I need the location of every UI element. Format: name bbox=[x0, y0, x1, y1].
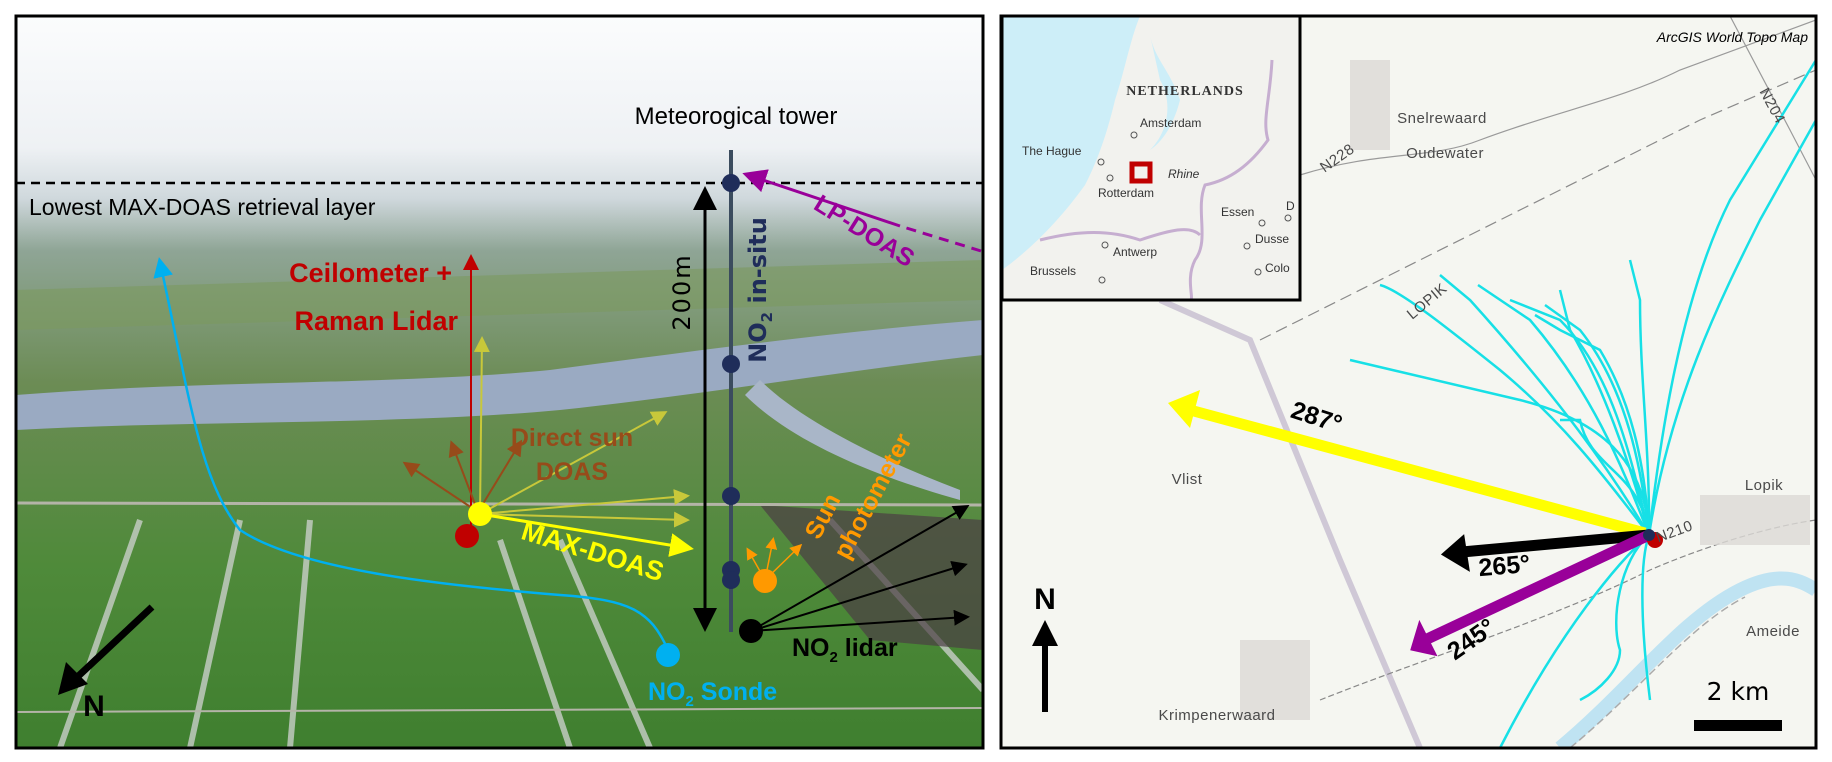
photo-panel: Meteorogical tower Lowest MAX-DOAS retri… bbox=[16, 16, 983, 748]
insitu-point bbox=[722, 355, 740, 373]
direct-sun-beams bbox=[402, 439, 523, 513]
direction-arrow-265 bbox=[1461, 529, 1650, 558]
sonde-label: NO2 Sonde bbox=[648, 678, 777, 710]
place-oudewater: Oudewater bbox=[1406, 145, 1484, 162]
place-ameide: Ameide bbox=[1746, 623, 1800, 640]
city-dot bbox=[1258, 219, 1266, 227]
direction-arrowhead-287 bbox=[1168, 390, 1200, 428]
sonde-point bbox=[656, 643, 680, 667]
city-dot bbox=[1254, 268, 1262, 276]
city-dot bbox=[1101, 241, 1109, 249]
scale-bar bbox=[1694, 720, 1782, 731]
city-dot bbox=[1130, 131, 1138, 139]
insitu-points bbox=[722, 174, 740, 589]
inset-country-label: NETHERLANDS bbox=[1126, 84, 1244, 99]
inset-dusse: Dusse bbox=[1255, 232, 1289, 246]
insitu-label: NO2 in-situ bbox=[744, 217, 776, 363]
direct-sun-label: Direct sun bbox=[511, 424, 633, 452]
canal bbox=[745, 380, 960, 500]
lp-doas-dashed bbox=[899, 224, 982, 253]
inset-colo: Colo bbox=[1265, 261, 1290, 275]
inset-d: D bbox=[1286, 199, 1295, 213]
inset-rhine: Rhine bbox=[1168, 167, 1200, 181]
place-krimpenerwaard: Krimpenerwaard bbox=[1158, 707, 1275, 724]
place-vlist: Vlist bbox=[1172, 471, 1203, 488]
lidar-point bbox=[739, 619, 763, 643]
inset-border-be bbox=[1039, 228, 1202, 242]
inset-ijsselmeer bbox=[1150, 35, 1180, 150]
tower-label: Meteorogical tower bbox=[635, 103, 838, 130]
sonde-trajectory bbox=[153, 257, 670, 651]
ceilometer-point bbox=[455, 524, 479, 548]
inset-the-hague: The Hague bbox=[1022, 144, 1082, 158]
inset-essen: Essen bbox=[1221, 205, 1254, 219]
inset-border bbox=[1188, 59, 1274, 302]
map-panel: 287° 265° 245° Snelrewaard Oudewater N22… bbox=[1001, 16, 1816, 748]
direction-arrow-245 bbox=[1422, 530, 1652, 645]
inset-amsterdam: Amsterdam bbox=[1140, 116, 1201, 130]
inset-rotterdam: Rotterdam bbox=[1098, 186, 1154, 200]
lidar-beams bbox=[750, 505, 970, 632]
city-dot bbox=[1243, 242, 1251, 250]
north-arrow bbox=[69, 604, 155, 685]
study-area-marker bbox=[1129, 161, 1153, 184]
direct-sun-doas-label: DOAS bbox=[536, 458, 608, 486]
scale-label: 2 km bbox=[1707, 677, 1770, 706]
max-doas-elevation-beams bbox=[473, 336, 690, 528]
inset-antwerp: Antwerp bbox=[1113, 245, 1157, 259]
north-label: N bbox=[83, 690, 105, 723]
city-dot bbox=[1106, 174, 1114, 182]
max-doas-beam bbox=[479, 512, 694, 557]
photo-frame bbox=[14, 14, 985, 750]
lidar-label: NO2 lidar bbox=[792, 634, 898, 666]
inset-map: NETHERLANDS Amsterdam The Hague Rotterda… bbox=[1001, 16, 1302, 302]
inset-brussels: Brussels bbox=[1030, 264, 1076, 278]
insitu-point bbox=[722, 174, 740, 192]
place-lopik: Lopik bbox=[1745, 477, 1783, 494]
built-up-areas bbox=[1240, 60, 1810, 720]
map-roads bbox=[1158, 16, 1816, 748]
city-dot bbox=[1098, 276, 1106, 284]
direction-arrowhead-265 bbox=[1440, 534, 1470, 572]
max-doas-point bbox=[468, 502, 492, 526]
direction-arrowhead-245 bbox=[1410, 619, 1438, 657]
inset-sea bbox=[1002, 16, 1140, 270]
sun-photometer-point bbox=[753, 569, 777, 593]
map-north-label: N bbox=[1034, 583, 1056, 616]
raman-lidar-label: Raman Lidar bbox=[294, 306, 458, 336]
place-snelrewaard: Snelrewaard bbox=[1397, 110, 1487, 127]
direction-arrow-287 bbox=[1188, 404, 1647, 539]
map-frame bbox=[999, 14, 1818, 750]
map-north-arrowhead bbox=[1032, 620, 1058, 646]
distant-fields bbox=[16, 260, 983, 330]
city-dot bbox=[1284, 214, 1292, 222]
lp-doas-arrow bbox=[742, 169, 901, 228]
height-label: 200m bbox=[668, 253, 696, 330]
road bbox=[16, 707, 983, 713]
dark-field bbox=[760, 505, 983, 650]
ceilometer-label: Ceilometer + bbox=[289, 258, 452, 288]
retrieval-layer-label: Lowest MAX-DOAS retrieval layer bbox=[29, 194, 376, 220]
insitu-point bbox=[722, 571, 740, 589]
north-arrow-head bbox=[58, 662, 88, 695]
site-point-blue bbox=[1643, 529, 1655, 541]
insitu-point bbox=[722, 487, 740, 505]
city-dot bbox=[1097, 158, 1105, 166]
map-source-label: ArcGIS World Topo Map bbox=[1656, 29, 1808, 45]
river bbox=[16, 320, 983, 430]
direction-label-265: 265° bbox=[1477, 550, 1531, 582]
